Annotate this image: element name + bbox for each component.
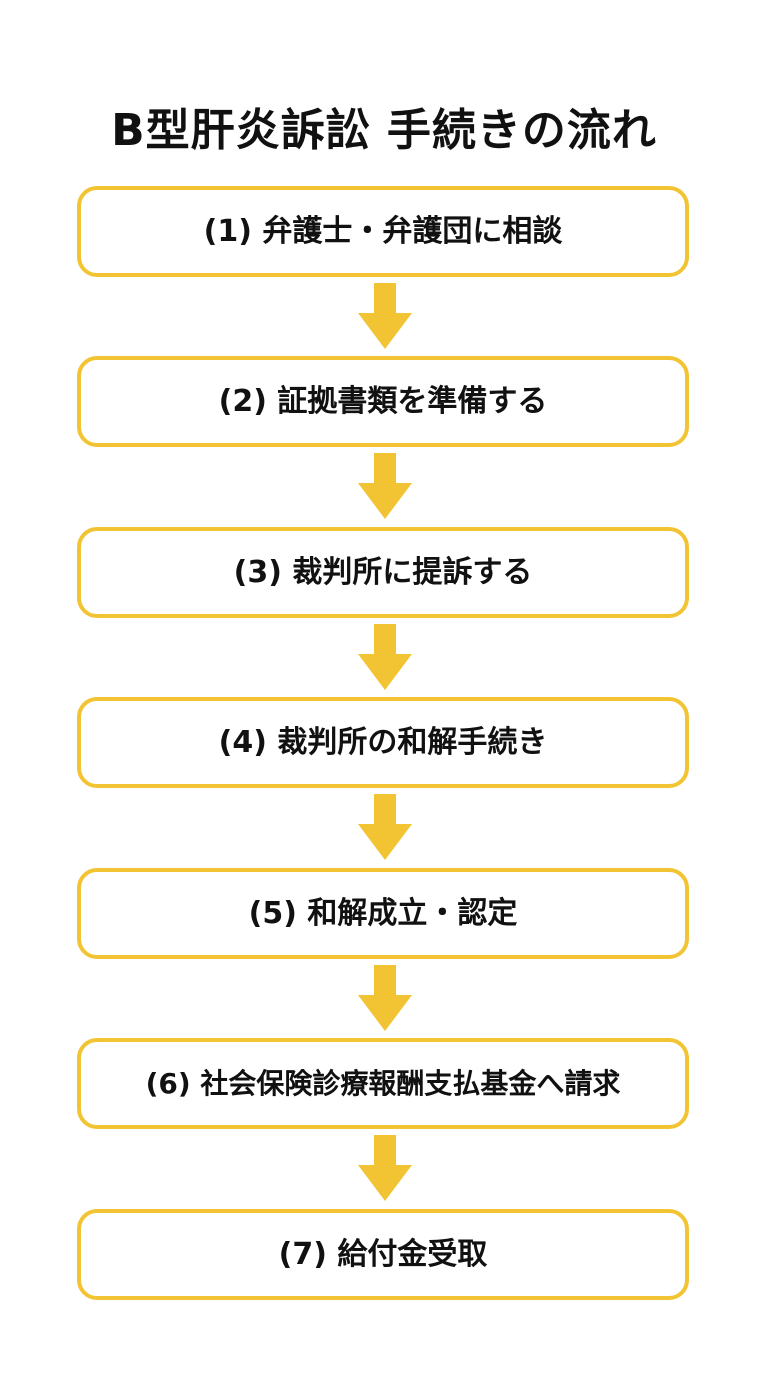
arrow-down-icon (358, 283, 412, 349)
arrow-down-icon (358, 965, 412, 1031)
arrow-down-icon (358, 624, 412, 690)
flow-step-5: (5) 和解成立・認定 (77, 868, 689, 959)
arrow-down-icon (358, 794, 412, 860)
flow-step-7: (7) 給付金受取 (77, 1209, 689, 1300)
arrow-down-icon (358, 453, 412, 519)
flow-step-4: (4) 裁判所の和解手続き (77, 697, 689, 788)
flow-step-label: (3) 裁判所に提訴する (233, 554, 533, 590)
flow-step-label: (7) 給付金受取 (278, 1236, 488, 1272)
flow-step-label: (2) 証拠書類を準備する (218, 383, 548, 419)
page-title: B型肝炎訴訟 手続きの流れ (111, 105, 657, 157)
flow-step-2: (2) 証拠書類を準備する (77, 356, 689, 447)
flow-step-label: (6) 社会保険診療報酬支払基金へ請求 (145, 1066, 621, 1100)
arrow-down-icon (358, 1135, 412, 1201)
flow-step-6: (6) 社会保険診療報酬支払基金へ請求 (77, 1038, 689, 1129)
flow-step-label: (1) 弁護士・弁護団に相談 (203, 213, 563, 249)
flow-step-label: (4) 裁判所の和解手続き (218, 724, 548, 760)
flow-step-1: (1) 弁護士・弁護団に相談 (77, 186, 689, 277)
flow-step-3: (3) 裁判所に提訴する (77, 527, 689, 618)
flow-step-label: (5) 和解成立・認定 (248, 895, 518, 931)
